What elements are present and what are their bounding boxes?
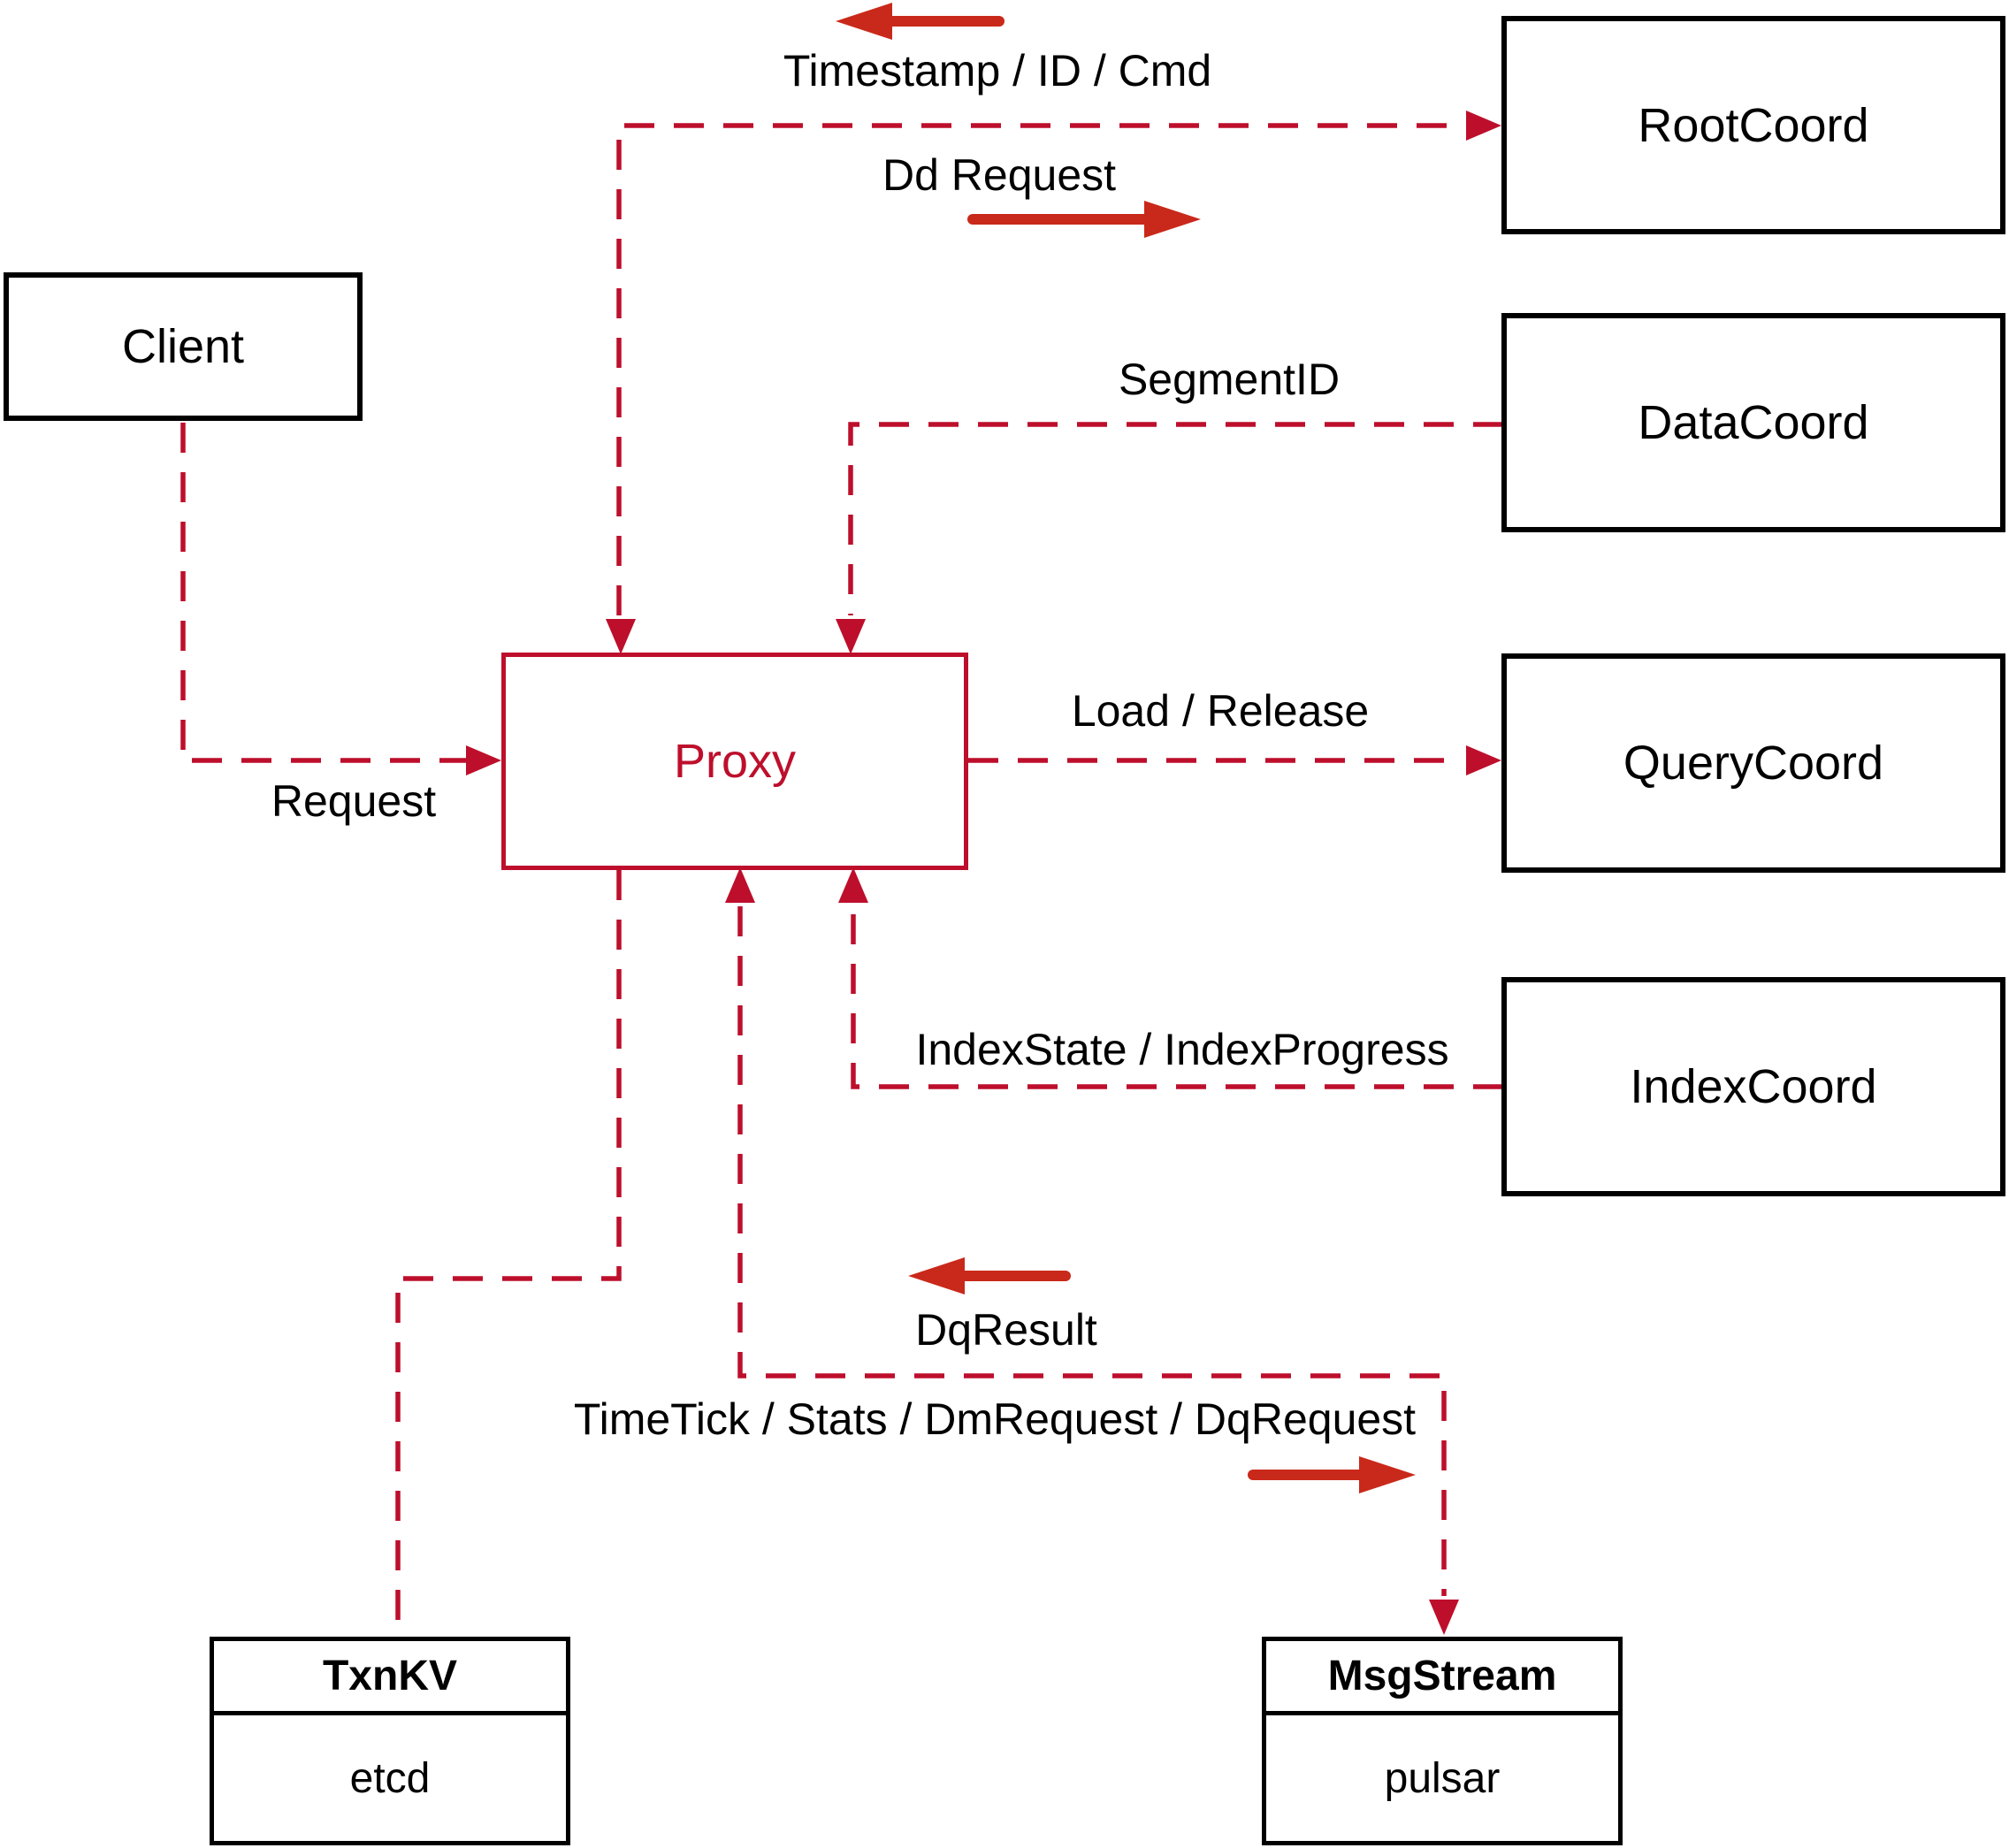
edge-label-index-state: IndexState / IndexProgress — [915, 1025, 1449, 1074]
edge-label-timestamp-id-cmd: Timestamp / ID / Cmd — [783, 46, 1212, 95]
node-querycoord: QueryCoord — [1501, 653, 2005, 873]
edge-rootcoord-line — [616, 123, 1461, 615]
edge-msgstream-arrowhead — [1429, 1600, 1459, 1635]
edge-rootcoord-return-arrowhead — [606, 619, 636, 654]
node-txnkv-title: TxnKV — [214, 1641, 566, 1715]
edge-label-dq-result: DqResult — [915, 1305, 1097, 1355]
node-proxy: Proxy — [501, 653, 968, 870]
node-msgstream-impl: pulsar — [1384, 1754, 1501, 1802]
node-querycoord-label: QueryCoord — [1623, 737, 1884, 790]
node-indexcoord: IndexCoord — [1501, 977, 2005, 1196]
node-datacoord-label: DataCoord — [1638, 396, 1869, 449]
node-proxy-label: Proxy — [673, 735, 797, 788]
edge-msgstream-line — [737, 906, 1447, 1596]
node-client: Client — [4, 272, 363, 421]
edge-txnkv-line — [395, 870, 622, 1635]
node-datacoord: DataCoord — [1501, 313, 2005, 532]
node-rootcoord: RootCoord — [1501, 16, 2005, 234]
edge-request-line — [180, 423, 476, 763]
edge-indexstate-line — [851, 906, 1503, 1089]
edge-label-timetick-stats: TimeTick / Stats / DmRequest / DqRequest — [573, 1394, 1417, 1444]
timestamp-direction-arrow-head — [836, 3, 892, 40]
node-rootcoord-label: RootCoord — [1638, 98, 1869, 152]
edge-label-dd-request: Dd Request — [882, 150, 1117, 200]
dqresult-direction-arrow-head — [908, 1257, 965, 1294]
node-client-label: Client — [121, 320, 245, 373]
edge-request-arrowhead — [466, 745, 501, 775]
edge-segmentid-line — [848, 422, 1503, 615]
node-txnkv-impl: etcd — [349, 1754, 431, 1802]
node-msgstream: MsgStream pulsar — [1262, 1637, 1623, 1845]
node-msgstream-title: MsgStream — [1266, 1641, 1618, 1715]
edge-msgstream-return-arrowhead — [725, 867, 755, 903]
timetick-direction-arrow-head — [1359, 1456, 1416, 1493]
node-indexcoord-label: IndexCoord — [1630, 1060, 1877, 1113]
edge-segmentid-arrowhead — [836, 619, 866, 654]
edge-indexstate-arrowhead — [838, 867, 868, 903]
edge-label-request: Request — [271, 776, 437, 826]
edge-label-load-release: Load / Release — [1071, 686, 1370, 736]
ddrequest-direction-arrow-head — [1144, 201, 1201, 238]
edge-label-segment-id: SegmentID — [1118, 355, 1341, 404]
node-txnkv: TxnKV etcd — [210, 1637, 570, 1845]
edge-loadrelease-arrowhead — [1466, 745, 1501, 775]
edge-rootcoord-arrowhead — [1466, 111, 1501, 141]
